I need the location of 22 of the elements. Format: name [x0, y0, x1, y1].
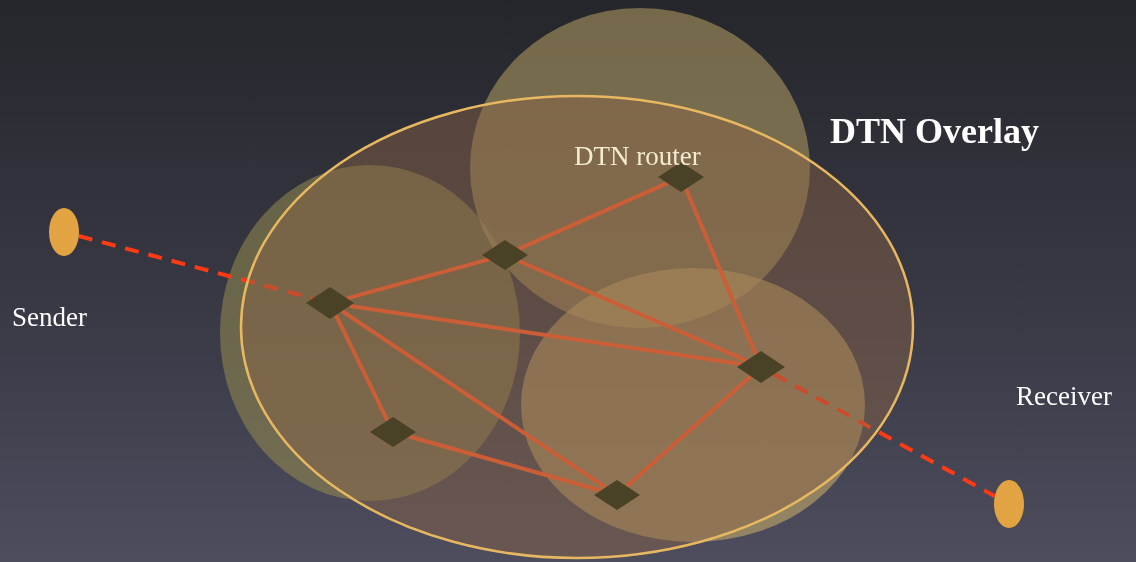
node-label: DTN router: [574, 142, 701, 172]
router-diamond: [306, 287, 354, 319]
link-line: [625, 374, 753, 488]
node-label: Receiver: [1016, 382, 1112, 412]
link-line: [340, 309, 607, 490]
link-line: [346, 257, 490, 301]
router-diamond: [482, 240, 528, 270]
router-diamond: [737, 351, 785, 383]
dashed-link: [78, 234, 314, 301]
link-line: [349, 303, 742, 367]
endpoint-ellipse: [994, 480, 1024, 528]
router-diamond: [370, 417, 416, 447]
link-line: [334, 314, 390, 422]
link-line: [408, 434, 602, 493]
router-diamond: [594, 480, 640, 510]
link-line: [517, 259, 748, 363]
overlay-title: DTN Overlay: [830, 112, 1039, 152]
link-line: [517, 181, 669, 251]
endpoint-ellipse: [49, 208, 79, 256]
node-label: Sender: [12, 303, 87, 333]
link-line: [684, 188, 758, 356]
dashed-link: [773, 372, 996, 498]
